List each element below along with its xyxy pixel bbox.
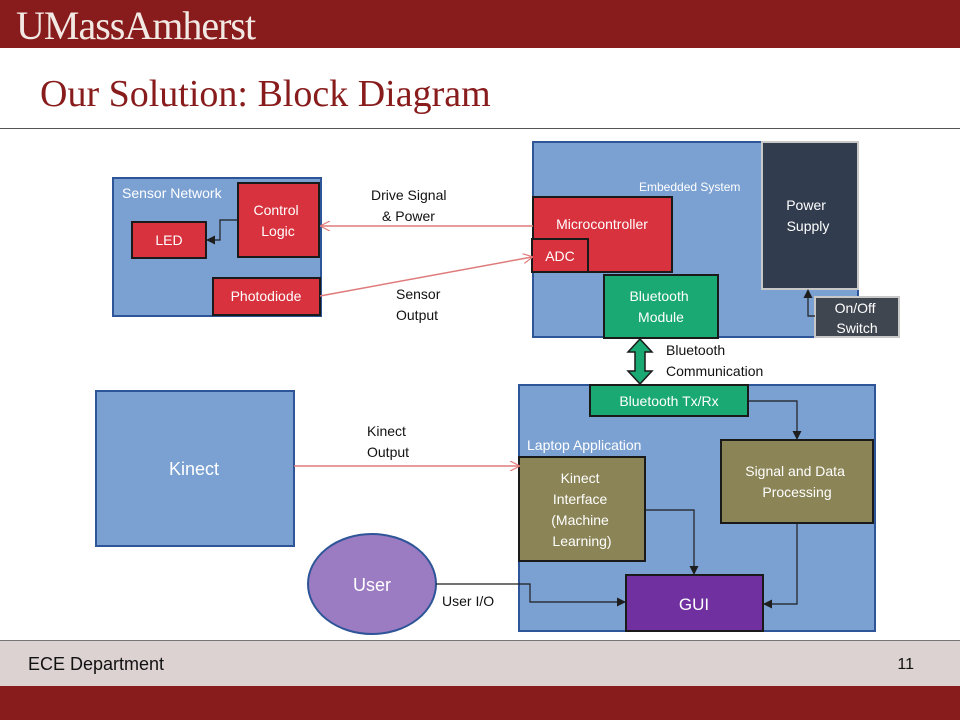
bluetooth-module-label-2: Module — [638, 309, 684, 325]
drive-signal-label-1: Drive Signal — [371, 187, 446, 203]
signal-processing-label-2: Processing — [762, 484, 831, 500]
control-logic-label-1: Control — [253, 202, 298, 218]
power-supply-label-2: Supply — [787, 218, 830, 234]
switch-to-power-arrow — [803, 289, 815, 317]
microcontroller-label: Microcontroller — [556, 216, 648, 232]
signal-processing-label-1: Signal and Data — [745, 463, 845, 479]
bluetooth-txrx-block — [589, 384, 749, 417]
umass-logo: UMassAmherst — [16, 3, 256, 48]
bluetooth-txrx-label: Bluetooth Tx/Rx — [619, 393, 718, 409]
processing-to-gui-arrow — [763, 523, 798, 609]
svg-text:Bluetooth Module: Bluetooth Module — [629, 288, 692, 325]
svg-text:Bluetooth Communication: Bluetooth Communication — [666, 342, 763, 379]
laptop-application-label: Laptop Application — [527, 437, 641, 453]
signal-processing-block — [720, 439, 874, 524]
photodiode-block — [212, 277, 321, 316]
sensor-network-label: Sensor Network — [122, 185, 223, 201]
on-off-switch-block — [814, 296, 900, 338]
on-off-switch-label-2: Switch — [836, 320, 877, 336]
user-to-gui-arrow — [436, 583, 626, 607]
top-banner: UMassAmherst — [0, 0, 960, 48]
bluetooth-module-label-1: Bluetooth — [629, 288, 688, 304]
embedded-system-label: Embedded System — [639, 180, 740, 194]
kinect-output-label-1: Kinect — [367, 423, 406, 439]
interface-to-gui-arrow — [645, 509, 699, 575]
user-label: User — [353, 575, 391, 595]
led-label: LED — [155, 232, 182, 248]
kinect-interface-label-1: Kinect — [561, 470, 600, 486]
photodiode-label: Photodiode — [231, 288, 302, 304]
gui-label: GUI — [679, 595, 709, 614]
svg-text:Control Logic: Control Logic — [253, 202, 302, 239]
user-io-label: User I/O — [442, 593, 494, 609]
control-logic-label-2: Logic — [261, 223, 294, 239]
bluetooth-comm-label-2: Communication — [666, 363, 763, 379]
footer-band — [0, 640, 960, 687]
kinect-block — [95, 390, 295, 547]
kinect-interface-label-3: (Machine — [551, 512, 609, 528]
on-off-switch-label-1: On/Off — [835, 300, 876, 316]
power-supply-label-1: Power — [786, 197, 826, 213]
bluetooth-comm-label-1: Bluetooth — [666, 342, 725, 358]
svg-text:On/Off Switch: On/Off Switch — [835, 300, 880, 336]
gui-block — [625, 574, 764, 632]
sensor-output-arrow — [319, 257, 532, 297]
kinect-interface-label-4: Learning) — [552, 533, 611, 549]
svg-text:Kinect Interface (: Kinect Interface (Machine Learning) — [551, 470, 612, 549]
svg-text:Drive Signal & Power: Drive Signal & Power — [371, 187, 450, 224]
microcontroller-block — [532, 196, 673, 273]
svg-text:Sensor Output: Sensor Output — [396, 286, 444, 323]
bluetooth-communication-arrow — [626, 337, 654, 386]
kinect-interface-label-2: Interface — [553, 491, 608, 507]
bottom-banner — [0, 686, 960, 720]
adc-block — [531, 238, 589, 273]
title-divider — [0, 128, 960, 129]
slide-title: Our Solution: Block Diagram — [40, 73, 491, 115]
bluetooth-module-block — [603, 274, 719, 339]
kinect-interface-block — [518, 456, 646, 562]
kinect-output-label-2: Output — [367, 444, 409, 460]
sensor-output-label-2: Output — [396, 307, 438, 323]
footer-department: ECE Department — [28, 654, 165, 674]
drive-signal-label-2: & Power — [382, 208, 435, 224]
power-supply-block — [761, 141, 859, 290]
sensor-output-label-1: Sensor — [396, 286, 441, 302]
svg-text:Signal and Data Processi: Signal and Data Processing — [745, 463, 849, 500]
svg-text:Power Supply: Power Supply — [786, 197, 830, 234]
control-to-led-arrow — [206, 219, 238, 245]
page-number: 11 — [897, 656, 914, 673]
control-logic-block — [237, 182, 320, 258]
svg-text:Kinect Output: Kinect Output — [367, 423, 410, 460]
adc-label: ADC — [545, 248, 575, 264]
txrx-to-processing-arrow — [748, 400, 802, 440]
led-block — [131, 221, 207, 259]
kinect-label: Kinect — [169, 459, 219, 479]
